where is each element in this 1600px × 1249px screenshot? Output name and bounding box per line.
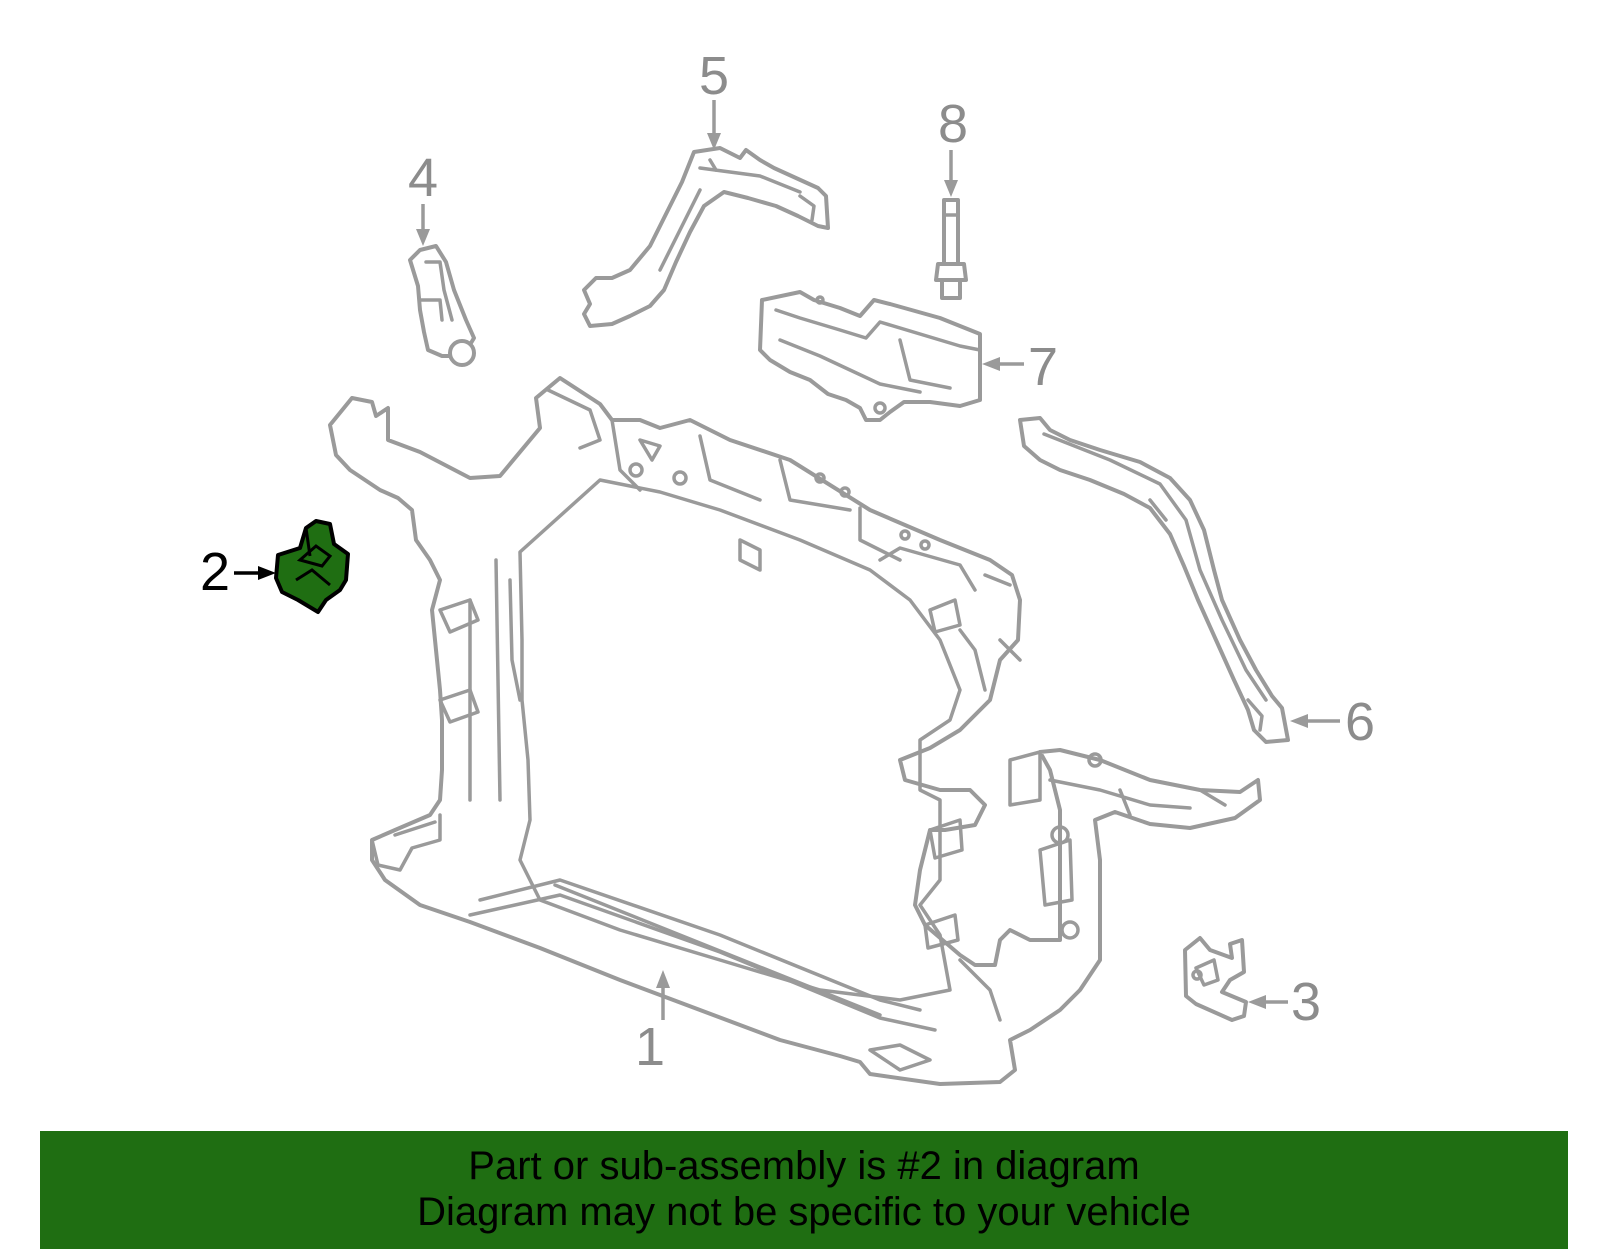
part-6-side-rail[interactable] bbox=[1018, 416, 1290, 744]
callout-5-label: 5 bbox=[699, 46, 729, 106]
part-5-upper-support[interactable] bbox=[582, 146, 830, 328]
part-1-radiator-support[interactable] bbox=[328, 376, 1262, 1086]
callout-7-label: 7 bbox=[1028, 337, 1058, 397]
callout-4: 4 bbox=[408, 148, 438, 246]
callout-2: 2 bbox=[200, 542, 276, 602]
part-2-bracket-highlighted[interactable] bbox=[274, 519, 350, 614]
callout-1: 1 bbox=[635, 970, 670, 1077]
banner-line-part-note: Part or sub-assembly is #2 in diagram bbox=[468, 1144, 1140, 1188]
info-banner: Part or sub-assembly is #2 in diagram Di… bbox=[40, 1131, 1568, 1249]
callout-8-label: 8 bbox=[938, 94, 968, 154]
callout-8: 8 bbox=[938, 94, 968, 197]
callout-3: 3 bbox=[1248, 972, 1321, 1032]
callout-6-label: 6 bbox=[1345, 692, 1375, 752]
banner-line-disclaimer: Diagram may not be specific to your vehi… bbox=[417, 1190, 1191, 1234]
callout-4-label: 4 bbox=[408, 148, 438, 208]
callout-5: 5 bbox=[699, 46, 729, 150]
part-7-upper-cover[interactable] bbox=[758, 290, 982, 422]
part-3-bracket[interactable] bbox=[1183, 936, 1248, 1022]
parts-diagram: 1 2 3 4 5 6 7 8 bbox=[200, 46, 1375, 1086]
callout-6: 6 bbox=[1290, 692, 1375, 752]
callout-1-label: 1 bbox=[635, 1017, 665, 1077]
part-4-side-bracket[interactable] bbox=[408, 244, 476, 367]
part-8-bolt[interactable] bbox=[934, 198, 968, 300]
callout-2-label: 2 bbox=[200, 542, 230, 602]
callout-3-label: 3 bbox=[1291, 972, 1321, 1032]
callout-7: 7 bbox=[982, 337, 1058, 397]
